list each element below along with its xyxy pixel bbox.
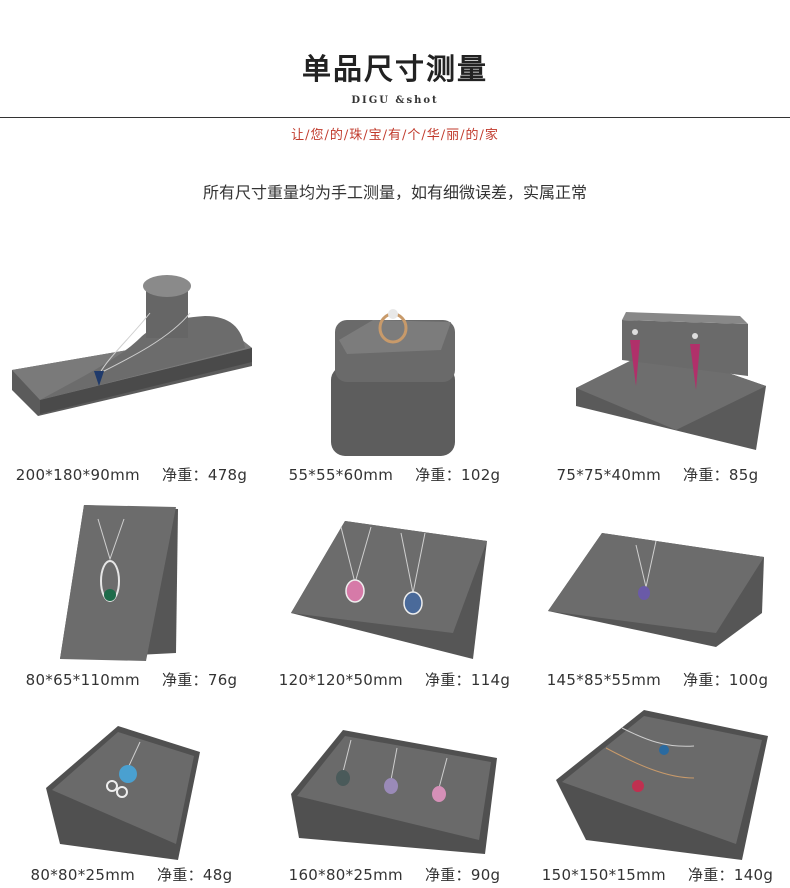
- slanted-pendant-stand-image: [548, 533, 764, 647]
- product-weight: 净重：48g: [157, 866, 233, 884]
- product-size: 55*55*60mm: [288, 466, 394, 484]
- product-size: 80*65*110mm: [25, 671, 140, 689]
- slogan: 让/您/的/珠/宝/有/个/华/丽/的/家: [291, 128, 499, 143]
- product-weight: 净重：85g: [683, 466, 759, 484]
- ring-box-image: [331, 309, 455, 456]
- small-square-tray-image: [46, 726, 200, 860]
- product-long-triple-tray: 160*80*25mm 净重：90g: [263, 668, 526, 884]
- product-spec: 55*55*60mm 净重：102g: [263, 464, 526, 485]
- measurement-note: 所有尺寸重量均为手工测量，如有细微误差，实属正常: [202, 183, 587, 202]
- necklace-bust-image: [12, 275, 252, 416]
- product-weight: 净重：102g: [415, 466, 501, 484]
- double-pendant-tray-image: [291, 521, 487, 659]
- product-slanted-pendant-stand: 145*85*55mm 净重：100g: [526, 463, 789, 689]
- product-spec: 75*75*40mm 净重：85g: [526, 464, 789, 485]
- product-spec: 120*120*50mm 净重：114g: [263, 669, 526, 690]
- long-triple-tray-image: [291, 730, 497, 854]
- product-size: 75*75*40mm: [556, 466, 662, 484]
- product-weight: 净重：76g: [161, 671, 238, 689]
- product-earring-stand: 75*75*40mm 净重：85g: [526, 258, 789, 484]
- product-weight: 净重：114g: [424, 671, 511, 689]
- product-size: 145*85*55mm: [546, 671, 662, 689]
- large-square-tray-image: [556, 710, 768, 860]
- product-spec: 80*65*110mm 净重：76g: [0, 669, 263, 690]
- pendant-wedge-image: [60, 505, 178, 661]
- product-size: 80*80*25mm: [30, 866, 136, 884]
- product-spec: 145*85*55mm 净重：100g: [526, 669, 789, 690]
- product-necklace-bust: 200*180*90mm 净重：478g: [0, 258, 263, 484]
- page-title: 单品尺寸测量: [301, 52, 488, 86]
- product-size: 120*120*50mm: [278, 671, 403, 689]
- earring-stand-image: [576, 312, 766, 450]
- product-double-pendant-tray: 120*120*50mm 净重：114g: [263, 463, 526, 689]
- product-spec: 160*80*25mm 净重：90g: [263, 864, 526, 885]
- brand-subtitle: DIGU &shot: [351, 95, 439, 106]
- page-header: 单品尺寸测量 DIGU &shot 让/您/的/珠/宝/有/个/华/丽/的/家: [0, 0, 790, 143]
- product-ring-box: 55*55*60mm 净重：102g: [263, 258, 526, 484]
- product-pendant-wedge: 80*65*110mm 净重：76g: [0, 463, 263, 689]
- product-size: 150*150*15mm: [541, 866, 666, 884]
- product-size: 200*180*90mm: [15, 466, 140, 484]
- product-spec: 80*80*25mm 净重：48g: [0, 864, 263, 885]
- product-size: 160*80*25mm: [288, 866, 403, 884]
- product-large-square-tray: 150*150*15mm 净重：140g: [526, 668, 789, 884]
- product-weight: 净重：140g: [687, 866, 774, 884]
- product-spec: 150*150*15mm 净重：140g: [526, 864, 789, 885]
- product-weight: 净重：100g: [683, 671, 769, 689]
- product-weight: 净重：90g: [424, 866, 501, 884]
- product-small-square-tray: 80*80*25mm 净重：48g: [0, 668, 263, 884]
- product-weight: 净重：478g: [161, 466, 248, 484]
- product-spec: 200*180*90mm 净重：478g: [0, 464, 263, 485]
- header-divider: [0, 117, 790, 118]
